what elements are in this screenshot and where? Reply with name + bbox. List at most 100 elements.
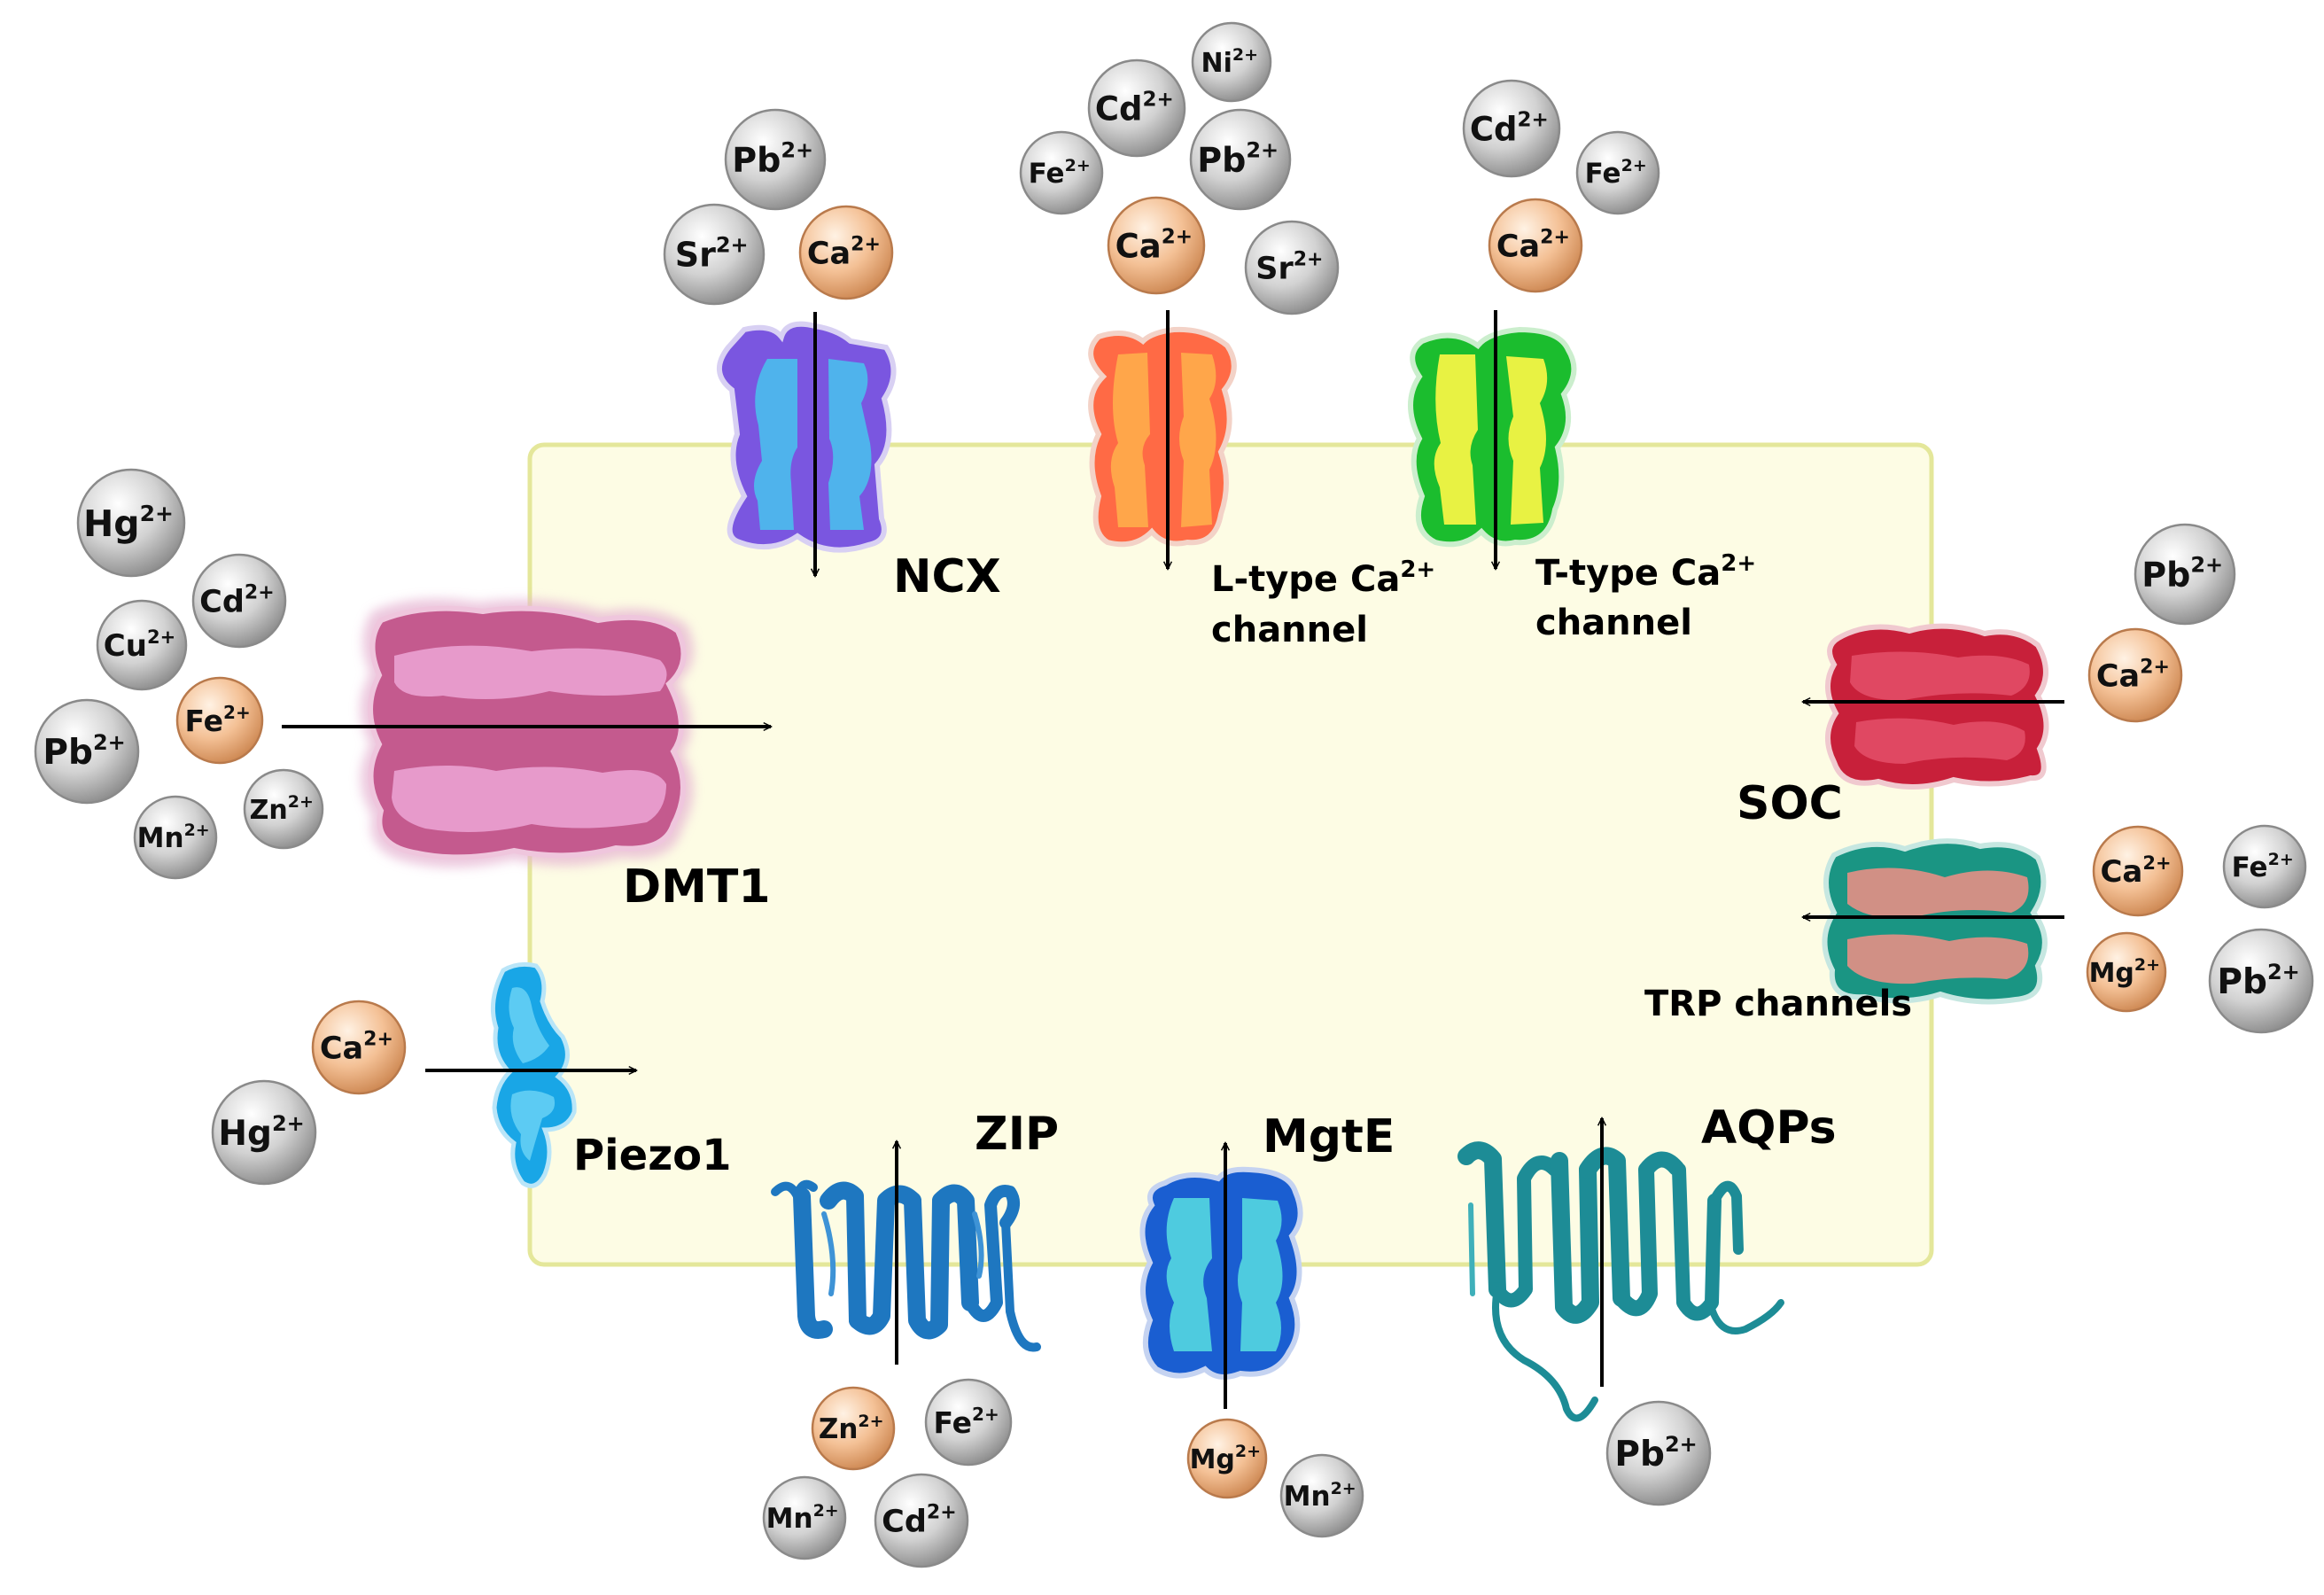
- ion-sphere: [2087, 627, 2183, 723]
- ion-label: Cd2+: [1470, 108, 1549, 148]
- ion-dm-zn: Zn2+: [243, 768, 324, 850]
- ion-label: Ca2+: [320, 1029, 393, 1067]
- ion-sphere: [1575, 130, 1660, 215]
- ion-sphere: [798, 205, 894, 300]
- ion-sphere: [1605, 1400, 1712, 1506]
- ion-dm-cu: Cu2+: [96, 599, 188, 691]
- trp-channel: [1822, 838, 2048, 1005]
- ion-label: Ca2+: [2096, 657, 2170, 695]
- ion-symbol: Mn: [766, 1503, 813, 1535]
- ion-charge: 2+: [1246, 138, 1279, 163]
- ion-charge: 2+: [2134, 955, 2160, 975]
- ion-charge: 2+: [1517, 108, 1548, 131]
- ion-symbol: Ca: [1496, 230, 1540, 265]
- ion-symbol: Pb: [1614, 1435, 1665, 1474]
- ion-sphere: [2134, 523, 2236, 626]
- ion-label: Fe2+: [933, 1404, 999, 1440]
- ion-label: Zn2+: [250, 792, 314, 826]
- ion-symbol: Ca: [807, 237, 851, 272]
- ion-label: Zn2+: [819, 1412, 884, 1445]
- ion-label: Fe2+: [184, 702, 250, 738]
- ion-label: Pb2+: [2217, 960, 2299, 1002]
- ion-label: Fe2+: [2232, 850, 2294, 883]
- ion-symbol: Cd: [199, 585, 245, 620]
- ion-label: Mg2+: [2089, 955, 2160, 989]
- ion-sphere: [243, 768, 324, 850]
- ion-symbol: Cd: [1095, 89, 1143, 128]
- ion-pz-hg: Hg2+: [211, 1079, 317, 1186]
- ion-symbol: Hg: [218, 1114, 272, 1154]
- ion-sphere: [34, 698, 140, 805]
- ion-tt-cd: Cd2+: [1462, 79, 1561, 178]
- ion-symbol: Ca: [2100, 854, 2142, 890]
- ion-charge: 2+: [1142, 88, 1173, 111]
- ion-lt-fe: Fe2+: [1019, 130, 1104, 215]
- ion-trp-ca: Ca2+: [2092, 825, 2184, 917]
- soc-label: SOC: [1737, 777, 1843, 830]
- ion-lt-pb: Pb2+: [1189, 108, 1292, 211]
- ion-sphere: [1107, 196, 1206, 295]
- ion-symbol: Ca: [320, 1031, 363, 1067]
- ion-charge: 2+: [1621, 156, 1647, 175]
- ion-trp-fe: Fe2+: [2222, 824, 2307, 909]
- ion-sphere: [924, 1378, 1013, 1467]
- ion-charge: 2+: [245, 582, 275, 604]
- ion-label: Mn2+: [1284, 1479, 1356, 1513]
- ion-label: Pb2+: [43, 730, 125, 773]
- ion-mg-mg: Mg2+: [1186, 1418, 1268, 1499]
- ion-tt-fe: Fe2+: [1575, 130, 1660, 215]
- ion-sphere: [311, 1000, 407, 1095]
- ion-sphere: [1186, 1418, 1268, 1499]
- ion-label: Mn2+: [766, 1501, 839, 1535]
- ion-symbol: Cu: [104, 628, 147, 664]
- ltype-label-line1: L-type Ca: [1211, 559, 1400, 600]
- ion-label: Hg2+: [218, 1111, 304, 1154]
- ion-label: Sr2+: [1255, 249, 1323, 287]
- channel-labels: NCX L-type Ca2+ channel T-type Ca2+ chan…: [573, 550, 1912, 1180]
- ion-dm-fe: Fe2+: [175, 676, 264, 765]
- ion-sphere: [175, 676, 264, 765]
- ion-sphere: [1087, 58, 1186, 158]
- ion-charge: 2+: [927, 1502, 957, 1524]
- ion-charge: 2+: [781, 138, 813, 163]
- ion-label: Fe2+: [1585, 156, 1647, 190]
- ion-charge: 2+: [972, 1404, 999, 1425]
- ion-charge: 2+: [223, 702, 251, 723]
- ion-charge: 2+: [2140, 657, 2170, 679]
- ion-symbol: Zn: [250, 795, 288, 826]
- ion-ncx-ca: Ca2+: [798, 205, 894, 300]
- ion-sphere: [2092, 825, 2184, 917]
- ion-zip-cd: Cd2+: [874, 1473, 969, 1568]
- soc-channel: [1825, 623, 2049, 790]
- ion-charge: 2+: [1294, 249, 1324, 271]
- ion-sphere: [2222, 824, 2307, 909]
- ion-sphere: [1191, 21, 1272, 103]
- ion-label: Pb2+: [1614, 1432, 1697, 1474]
- piezo1-channel: [490, 961, 577, 1188]
- ion-charge: 2+: [1065, 156, 1091, 175]
- ion-charge: 2+: [1665, 1432, 1698, 1457]
- ion-label: Pb2+: [2141, 553, 2223, 595]
- ion-symbol: Mg: [2089, 958, 2134, 989]
- ion-sphere: [76, 468, 186, 578]
- t-type-ca-channel: [1408, 326, 1577, 548]
- ion-charge: 2+: [1235, 1442, 1261, 1461]
- ion-symbol: Mn: [137, 822, 184, 854]
- ion-charge: 2+: [272, 1111, 305, 1136]
- ion-symbol: Sr: [1255, 252, 1294, 287]
- ion-zip-fe: Fe2+: [924, 1378, 1013, 1467]
- ion-soc-pb: Pb2+: [2134, 523, 2236, 626]
- ion-label: Cd2+: [882, 1502, 957, 1540]
- ion-aq-pb: Pb2+: [1605, 1400, 1712, 1506]
- ion-charge: 2+: [2142, 852, 2171, 874]
- ion-sphere: [1244, 220, 1340, 315]
- ion-sphere: [1189, 108, 1292, 211]
- ion-charge: 2+: [1540, 227, 1570, 249]
- ion-lt-ca: Ca2+: [1107, 196, 1206, 295]
- ion-sphere: [811, 1386, 896, 1471]
- ion-sphere: [2208, 928, 2314, 1034]
- ion-charge: 2+: [363, 1029, 393, 1051]
- ion-dm-mn: Mn2+: [133, 795, 218, 880]
- ion-charge: 2+: [851, 234, 881, 256]
